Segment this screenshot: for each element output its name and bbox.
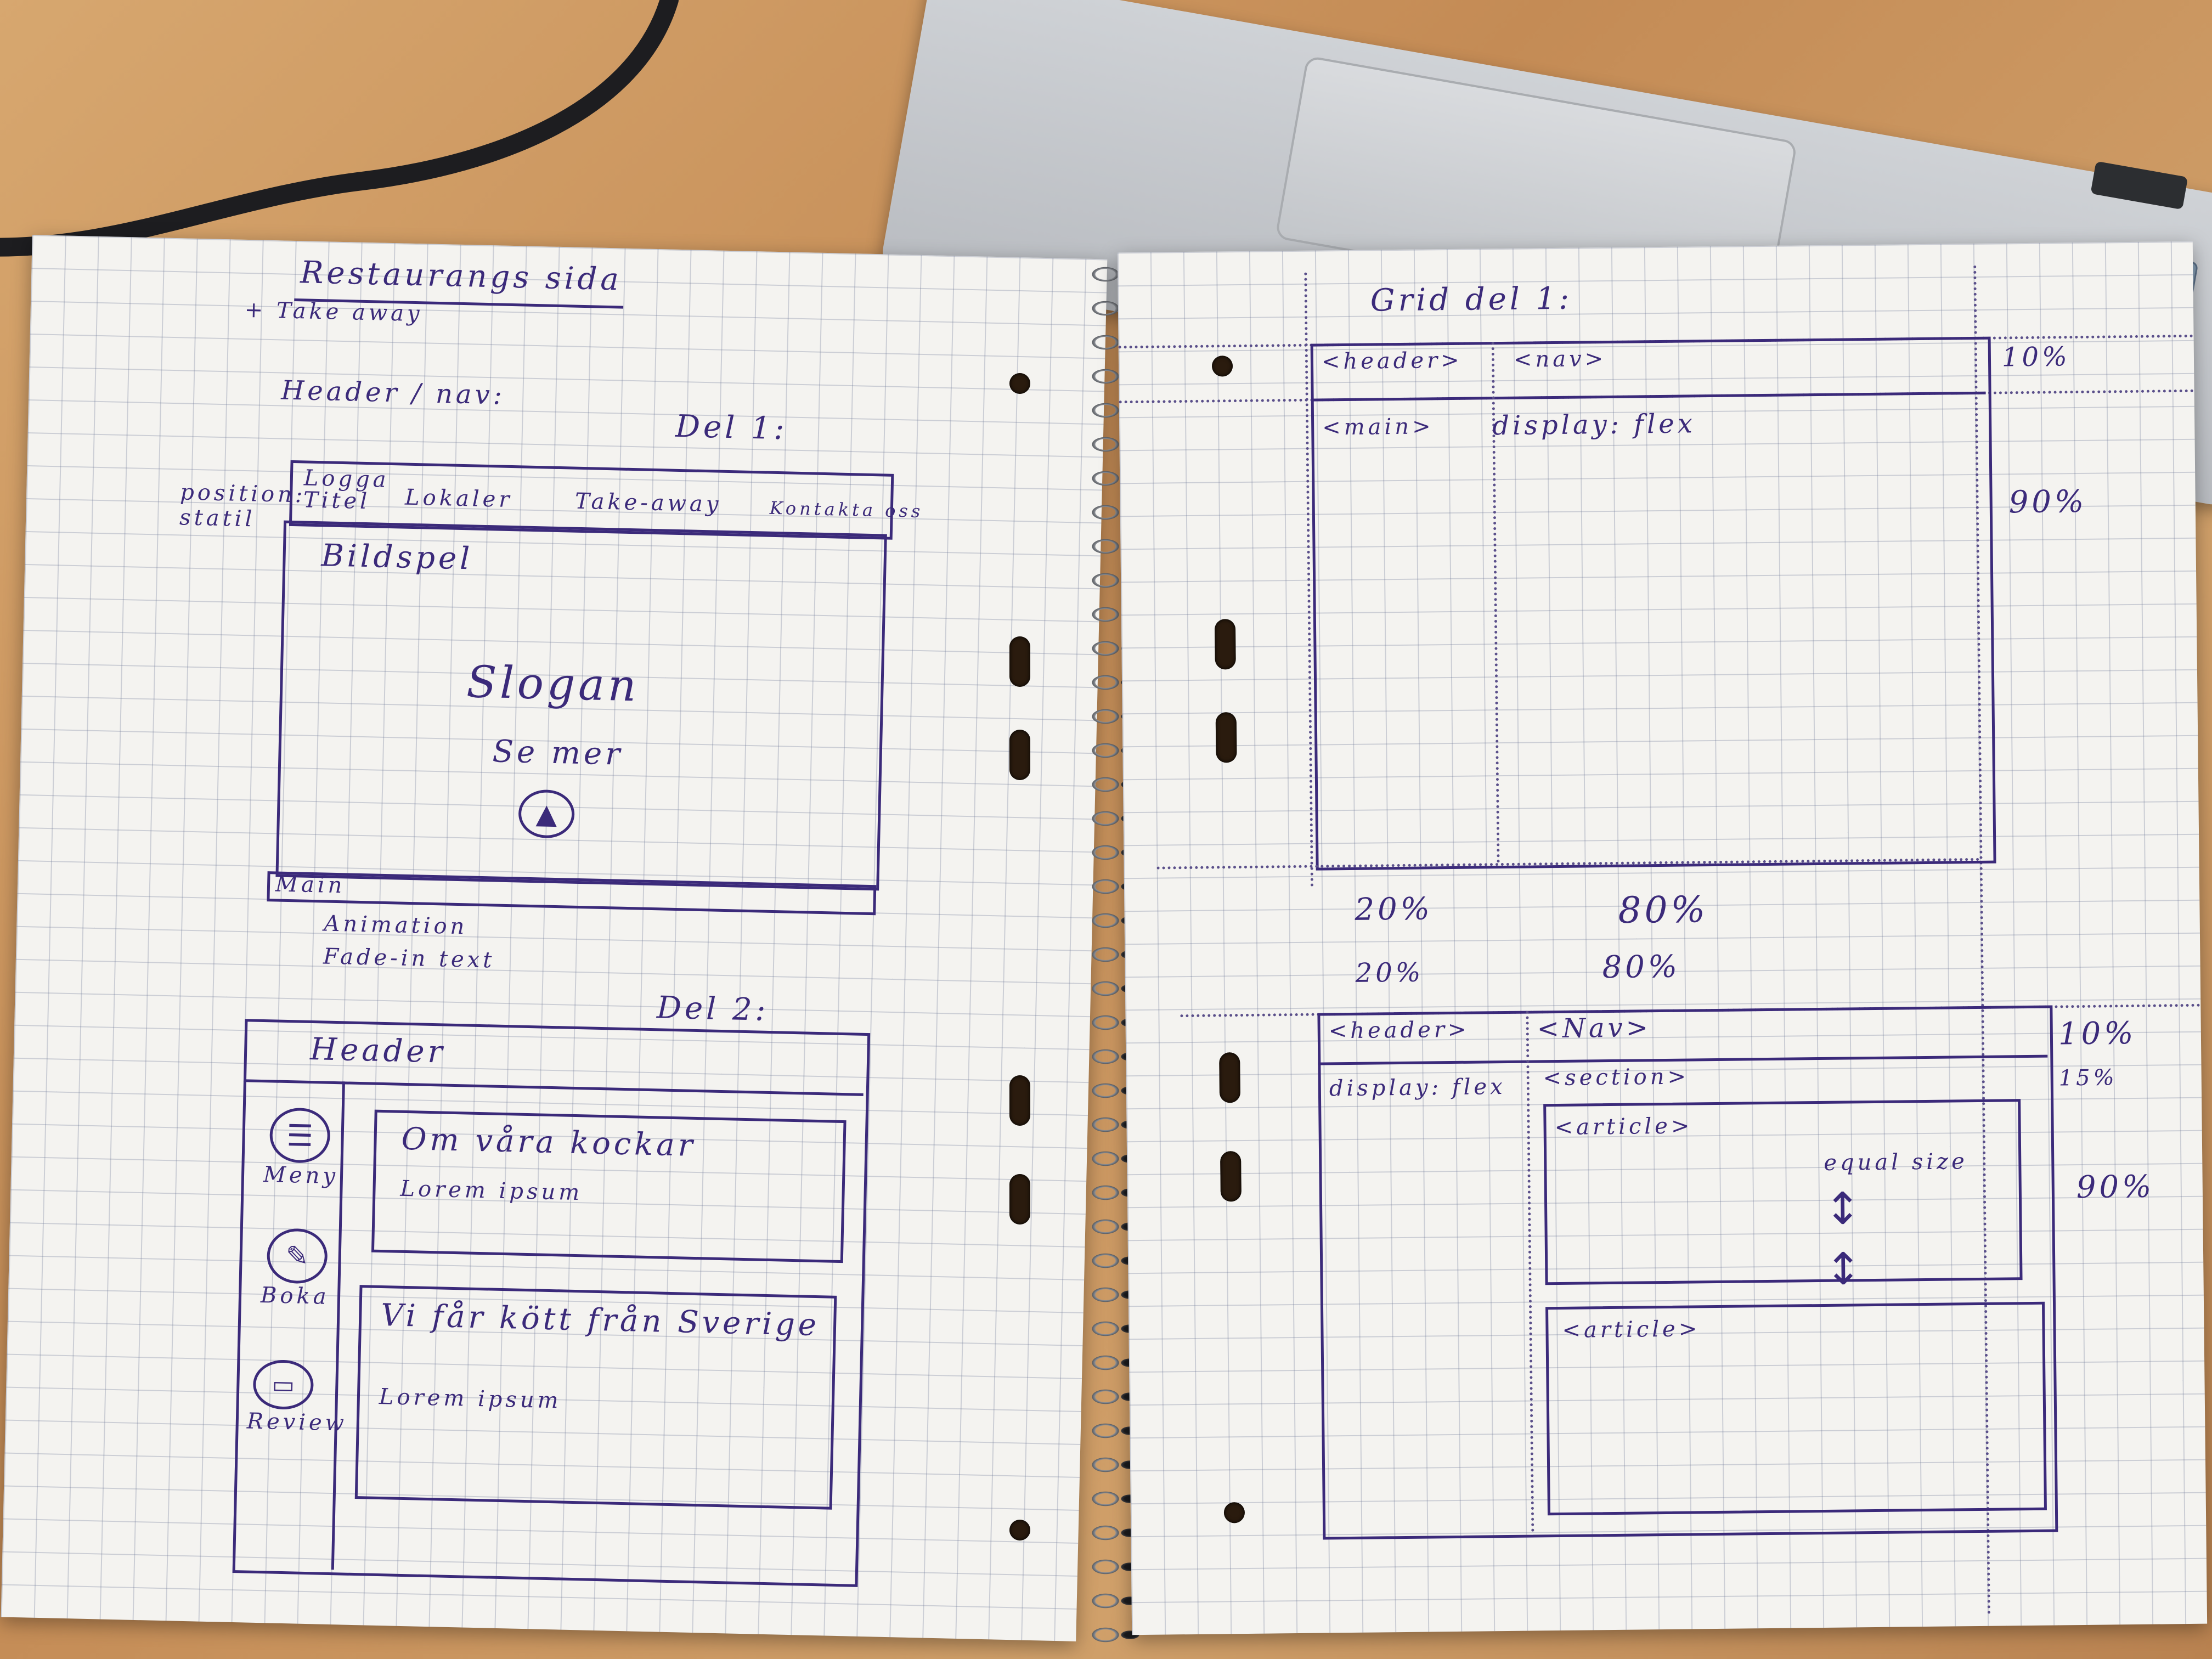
- punch-hole: [1009, 636, 1030, 687]
- grid1-col2-width: 80%: [1618, 888, 1709, 932]
- grid2-col1-width: 20%: [1355, 957, 1424, 989]
- nav-locations: Lokaler: [404, 484, 513, 513]
- notebook-left-page: Restaurangs sida + Take away Header / na…: [1, 235, 1108, 1641]
- card1-body: Lorem ipsum: [400, 1176, 583, 1206]
- equal-size-arrow-icon: ↕: [1824, 1183, 1861, 1234]
- grid-del1-title: Grid del 1:: [1370, 280, 1573, 319]
- equal-size-arrow-icon: ↕: [1824, 1243, 1862, 1295]
- punch-hole: [1215, 712, 1237, 763]
- grid2-articles-height: 90%: [2076, 1169, 2155, 1206]
- slideshow-label: Bildspel: [320, 538, 473, 577]
- position-note: position: statil: [179, 479, 306, 532]
- grid1-col1-width: 20%: [1355, 891, 1434, 928]
- page-title: Restaurangs sida: [300, 255, 623, 298]
- punch-hole: [1211, 356, 1233, 377]
- del2-label: Del 2:: [656, 990, 770, 1028]
- grid2-article-1-tag: <article>: [1554, 1113, 1693, 1141]
- fade-note: Fade-in text: [323, 944, 495, 973]
- card2-body: Lorem ipsum: [379, 1384, 562, 1414]
- punch-hole: [1223, 1502, 1245, 1523]
- grid2-header-tag: <header>: [1328, 1017, 1470, 1044]
- del2-header-label: Header: [309, 1031, 447, 1070]
- card1-title: Om våra kockar: [400, 1121, 697, 1164]
- grid1-nav-tag: <nav>: [1513, 346, 1607, 373]
- header-nav-label: Header / nav:: [280, 375, 506, 411]
- punch-hole: [1009, 1075, 1030, 1126]
- book-icon-label: Boka: [260, 1283, 330, 1310]
- nav-contact: Kontakta oss: [769, 497, 924, 522]
- nav-logo-title: Logga Titel: [303, 465, 390, 515]
- grid1-display-flex: display: flex: [1492, 408, 1696, 442]
- see-more-text: Se mer: [492, 733, 624, 772]
- page-subtitle: + Take away: [244, 297, 424, 327]
- grid2-section-height: 15%: [2058, 1065, 2118, 1091]
- punch-hole: [1220, 1151, 1242, 1202]
- review-icon-label: Review: [246, 1408, 348, 1436]
- punch-hole: [1009, 1520, 1030, 1541]
- punch-hole: [1009, 373, 1030, 394]
- menu-icon-label: Meny: [263, 1162, 339, 1189]
- grid2-display-flex: display: flex: [1329, 1074, 1506, 1102]
- punch-hole: [1214, 619, 1236, 670]
- grid1-header-height: 10%: [2001, 341, 2070, 373]
- grid2-section-tag: <section>: [1543, 1064, 1690, 1091]
- grid1-main-tag: <main>: [1322, 414, 1434, 441]
- grid2-nav-tag: <Nav>: [1537, 1012, 1652, 1045]
- notebook-right-page: Grid del 1: <header> <nav> <main> displa…: [1117, 241, 2208, 1635]
- grid2-col2-width: 80%: [1602, 949, 1681, 986]
- main-label: Main: [275, 871, 346, 899]
- slogan-text: Slogan: [466, 656, 640, 712]
- animation-note: Animation: [323, 911, 468, 940]
- grid1-main-height: 90%: [2008, 483, 2087, 521]
- punch-hole: [1219, 1052, 1241, 1103]
- grid2-header-height: 10%: [2058, 1015, 2137, 1052]
- grid2-article-2-tag: <article>: [1562, 1316, 1701, 1343]
- equal-size-note: equal size: [1824, 1149, 1968, 1176]
- nav-takeaway: Take-away: [574, 488, 722, 517]
- del1-label: Del 1:: [675, 408, 788, 447]
- grid1-header-tag: <header>: [1321, 347, 1463, 375]
- punch-hole: [1009, 730, 1030, 780]
- punch-hole: [1009, 1174, 1030, 1224]
